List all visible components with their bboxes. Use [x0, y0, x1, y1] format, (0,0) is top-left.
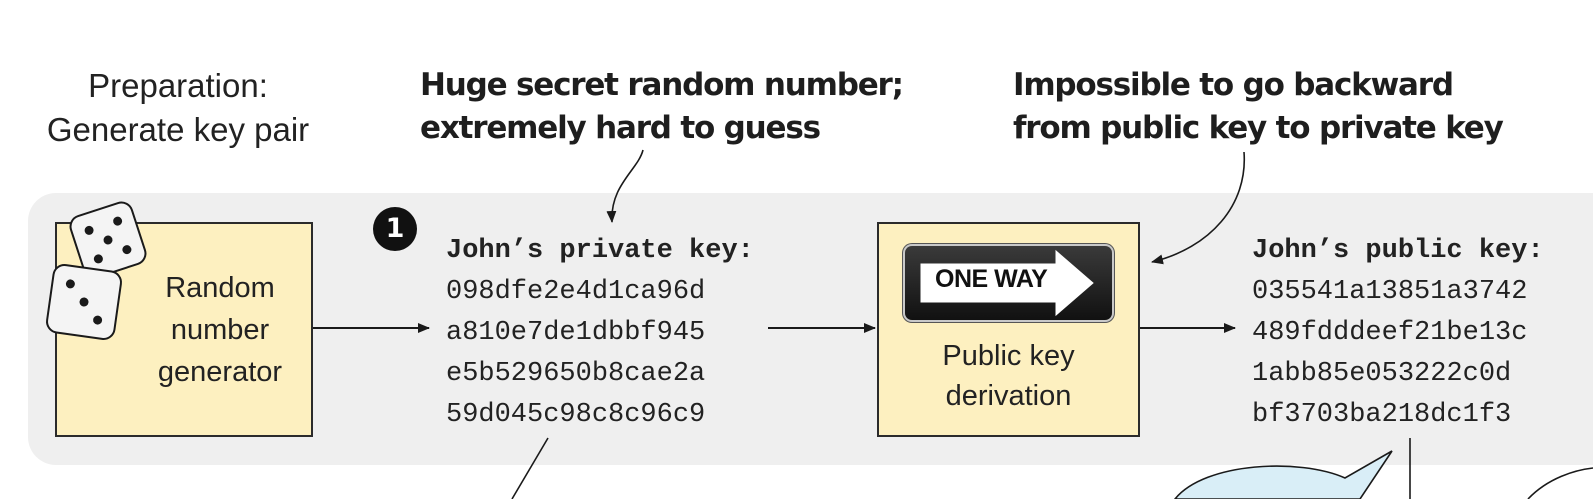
preparation-heading: Preparation: Generate key pair	[18, 64, 338, 152]
step-number-badge: 1	[373, 207, 417, 251]
private-key-line: a810e7de1dbbf945	[446, 318, 706, 348]
derivation-label-line-2: derivation	[945, 380, 1072, 412]
public-key-line: 489fdddeef21be13c	[1252, 318, 1528, 348]
irreversible-callout: Impossible to go backward from public ke…	[1013, 64, 1504, 150]
private-key-line: 59d045c98c8c96c9	[446, 400, 706, 430]
secret-callout-line-2: extremely hard to guess	[420, 110, 821, 146]
speech-bubble-right-icon	[1527, 467, 1593, 499]
one-way-arrow-shape	[920, 249, 1094, 317]
random-number-generator-label: Random number generator	[120, 267, 320, 393]
irreversible-callout-pointer	[1151, 151, 1246, 265]
public-key-line: 035541a13851a3742	[1252, 277, 1528, 307]
derivation-label-line-1: Public key	[942, 340, 1075, 372]
speech-bubble-icon	[1173, 450, 1393, 499]
irreversible-callout-line-1: Impossible to go backward	[1013, 67, 1454, 103]
private-key-title: John’s private key:	[446, 236, 754, 266]
preparation-line-2: Generate key pair	[46, 111, 310, 148]
public-key-title: John’s public key:	[1252, 236, 1544, 266]
public-key-value: 035541a13851a3742 489fdddeef21be13c 1abb…	[1252, 272, 1527, 436]
private-key-value: 098dfe2e4d1ca96d a810e7de1dbbf945 e5b529…	[446, 272, 705, 436]
public-key-line: bf3703ba218dc1f3	[1252, 400, 1512, 430]
one-way-sign-text: ONE WAY	[935, 265, 1048, 293]
rng-label-line-2: number	[170, 314, 270, 346]
rng-label-line-1: Random	[165, 272, 275, 304]
private-key-down-line	[511, 437, 549, 499]
secret-callout: Huge secret random number; extremely har…	[420, 64, 904, 150]
preparation-line-1: Preparation:	[88, 67, 268, 104]
private-key-line: 098dfe2e4d1ca96d	[446, 277, 706, 307]
private-key-line: e5b529650b8cae2a	[446, 359, 706, 389]
public-key-line: 1abb85e053222c0d	[1252, 359, 1512, 389]
irreversible-callout-line-2: from public key to private key	[1013, 110, 1504, 146]
secret-callout-line-1: Huge secret random number;	[420, 67, 904, 103]
secret-callout-pointer	[606, 149, 644, 223]
dice-icon	[46, 201, 147, 340]
public-key-derivation-label: Public key derivation	[877, 336, 1140, 416]
rng-label-line-3: generator	[157, 356, 283, 388]
